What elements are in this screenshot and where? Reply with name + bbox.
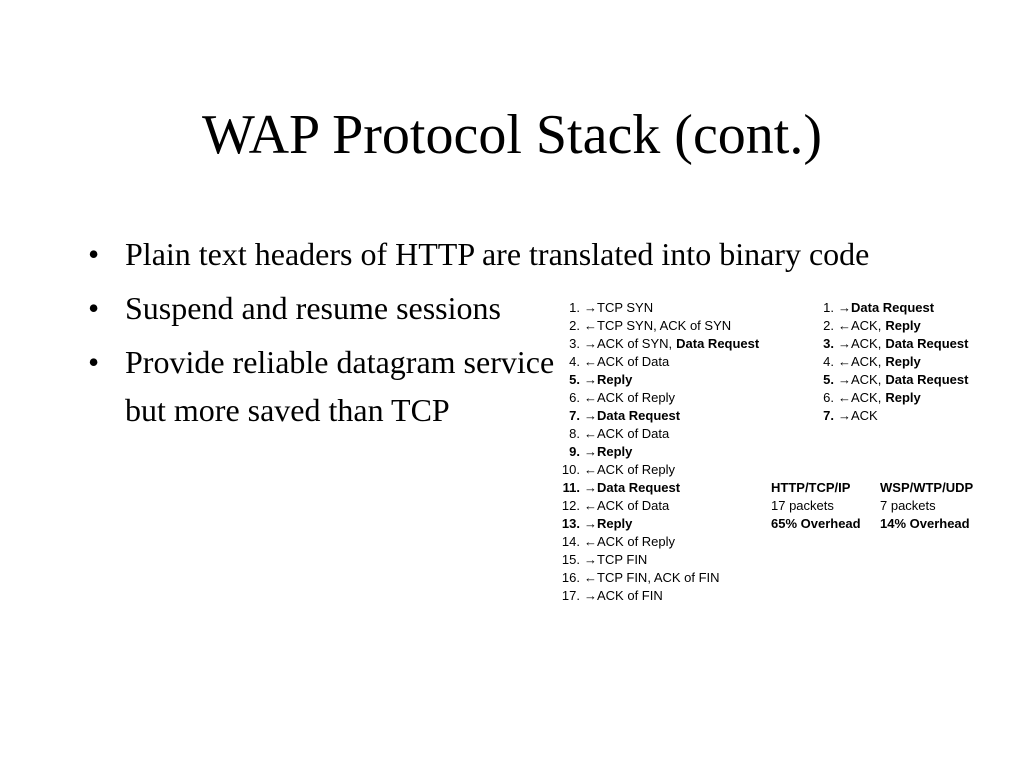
step-text: →ACK of SYN, xyxy=(584,336,673,351)
step-number: 5. xyxy=(823,372,834,387)
step-number: 16. xyxy=(561,570,580,585)
tcp-step: 2. ←TCP SYN, ACK of SYN xyxy=(552,317,731,335)
step-text: ←ACK of Reply xyxy=(584,534,676,549)
step-number: 17. xyxy=(561,588,580,603)
tcp-step: 9. →Reply xyxy=(552,443,632,461)
step-text: →Reply xyxy=(584,444,633,459)
step-text: ←ACK of Reply xyxy=(584,390,676,405)
bullet-item: Suspend and resume sessions xyxy=(88,284,525,332)
step-text: →TCP FIN xyxy=(584,552,648,567)
step-number: 4. xyxy=(569,354,580,369)
step-extra: Data Request xyxy=(676,336,760,351)
step-number: 9. xyxy=(569,444,580,459)
tcp-step: 14. ←ACK of Reply xyxy=(552,533,675,551)
http-packets: 17 packets xyxy=(771,498,834,513)
wsp-wtp-udp-header: WSP/WTP/UDP xyxy=(880,480,974,495)
step-number: 13. xyxy=(561,516,580,531)
tcp-step: 16. ←TCP FIN, ACK of FIN xyxy=(552,569,720,587)
step-text: ←ACK of Data xyxy=(584,498,670,513)
step-number: 3. xyxy=(569,336,580,351)
step-text: ←ACK, xyxy=(838,390,882,405)
step-text: →ACK xyxy=(838,408,878,423)
bullet-item: Plain text headers of HTTP are translate… xyxy=(88,230,885,278)
step-text: →Data Request xyxy=(838,300,935,315)
http-tcp-ip-header: HTTP/TCP/IP xyxy=(771,480,851,495)
step-number: 8. xyxy=(569,426,580,441)
tcp-step: 5. →Reply xyxy=(552,371,632,389)
step-text: ←ACK, xyxy=(838,354,882,369)
wap-step: 6. ←ACK,Reply xyxy=(806,389,921,407)
step-text: →Reply xyxy=(584,516,633,531)
tcp-step: 3. →ACK of SYN,Data Request xyxy=(552,335,759,353)
tcp-step: 15. →TCP FIN xyxy=(552,551,647,569)
step-number: 6. xyxy=(823,390,834,405)
step-text: →ACK, xyxy=(838,372,882,387)
step-text: ←ACK of Data xyxy=(584,426,670,441)
wap-overhead: 14% Overhead xyxy=(880,516,970,531)
step-number: 1. xyxy=(569,300,580,315)
wap-step: 7. →ACK xyxy=(806,407,878,425)
step-text: →Data Request xyxy=(584,408,681,423)
wap-packets: 7 packets xyxy=(880,498,936,513)
wap-step: 2. ←ACK,Reply xyxy=(806,317,921,335)
step-number: 14. xyxy=(561,534,580,549)
wap-step: 5. →ACK,Data Request xyxy=(806,371,968,389)
wap-step: 4. ←ACK,Reply xyxy=(806,353,921,371)
step-number: 1. xyxy=(823,300,834,315)
tcp-step: 17. →ACK of FIN xyxy=(552,587,663,605)
tcp-step: 1. →TCP SYN xyxy=(552,299,653,317)
step-number: 7. xyxy=(823,408,834,423)
step-text: →TCP SYN xyxy=(584,300,654,315)
step-text: ←ACK, xyxy=(838,318,882,333)
wap-step: 1. →Data Request xyxy=(806,299,934,317)
step-number: 5. xyxy=(569,372,580,387)
http-overhead: 65% Overhead xyxy=(771,516,861,531)
step-text: ←ACK of Data xyxy=(584,354,670,369)
step-number: 7. xyxy=(569,408,580,423)
wap-step: 3. →ACK,Data Request xyxy=(806,335,968,353)
tcp-step: 7. →Data Request xyxy=(552,407,680,425)
slide-title: WAP Protocol Stack (cont.) xyxy=(201,104,823,166)
step-number: 4. xyxy=(823,354,834,369)
step-number: 2. xyxy=(823,318,834,333)
tcp-step: 11. →Data Request xyxy=(552,479,680,497)
step-number: 6. xyxy=(569,390,580,405)
step-number: 2. xyxy=(569,318,580,333)
step-number: 12. xyxy=(561,498,580,513)
step-text: →Data Request xyxy=(584,480,681,495)
bullet-item: Provide reliable datagram service but mo… xyxy=(88,338,555,434)
step-extra: Reply xyxy=(885,318,921,333)
tcp-step: 8. ←ACK of Data xyxy=(552,425,669,443)
step-number: 11. xyxy=(562,480,580,495)
tcp-step: 13. →Reply xyxy=(552,515,632,533)
step-extra: Data Request xyxy=(885,372,969,387)
step-text: →ACK, xyxy=(838,336,882,351)
tcp-step: 6. ←ACK of Reply xyxy=(552,389,675,407)
step-text: →ACK of FIN xyxy=(584,588,663,603)
step-number: 3. xyxy=(823,336,834,351)
step-number: 15. xyxy=(561,552,580,567)
bullet-list: Plain text headers of HTTP are translate… xyxy=(88,230,885,440)
step-extra: Reply xyxy=(885,354,921,369)
step-extra: Reply xyxy=(885,390,921,405)
tcp-step: 12. ←ACK of Data xyxy=(552,497,669,515)
tcp-step: 4. ←ACK of Data xyxy=(552,353,669,371)
step-text: →Reply xyxy=(584,372,633,387)
step-text: ←TCP FIN, ACK of FIN xyxy=(584,570,720,585)
step-number: 10. xyxy=(561,462,580,477)
step-extra: Data Request xyxy=(885,336,969,351)
tcp-step: 10. ←ACK of Reply xyxy=(552,461,675,479)
step-text: ←TCP SYN, ACK of SYN xyxy=(584,318,732,333)
step-text: ←ACK of Reply xyxy=(584,462,676,477)
